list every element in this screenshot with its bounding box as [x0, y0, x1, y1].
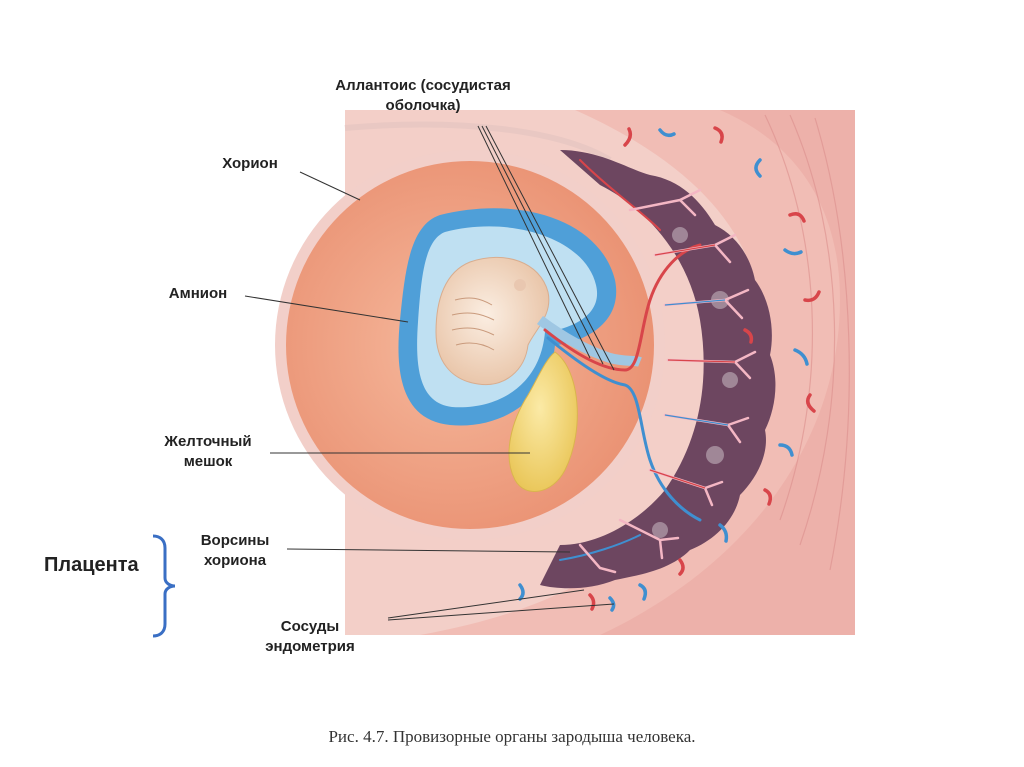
endometrial-artery [713, 126, 724, 144]
leader-allantois [477, 125, 591, 359]
label-allantois: Аллантоис (сосудистая оболочка) [318, 76, 528, 116]
endometrial-artery [678, 558, 685, 576]
embryo-eye [514, 279, 526, 291]
leader-allantois [485, 125, 615, 371]
label-amnion-line: Амнион [168, 285, 228, 302]
somite-line [455, 342, 495, 351]
endometrial-artery [743, 328, 754, 344]
endometrial-artery [763, 488, 773, 506]
muscle-fiber [814, 117, 850, 571]
muscle-fiber [764, 114, 814, 521]
chorionic-villus [578, 543, 617, 574]
figure-caption: Рис. 4.7. Провизорные органы зародыша че… [328, 727, 696, 746]
leader-allantois [481, 125, 604, 365]
endometrial-artery [623, 127, 633, 147]
endometrial-artery [803, 290, 821, 303]
placenta-bracket [152, 534, 176, 638]
endometrial-vein [718, 523, 729, 543]
placenta-lacuna [706, 446, 724, 464]
label-allantois-line: Аллантоис (сосудистая [335, 77, 511, 94]
muscle-fiber [789, 114, 836, 546]
label-endometrial-vessels: Сосуды эндометрия [245, 617, 375, 657]
placenta-lacuna [652, 522, 668, 538]
villus-capillary [664, 414, 729, 426]
endometrial-artery [588, 593, 596, 611]
leader-chorion [299, 171, 361, 201]
chorionic-vessel [579, 159, 661, 231]
label-amnion: Амнион [158, 284, 238, 304]
umbilical-vein [546, 336, 702, 522]
leader-chorionic-villi [286, 548, 571, 553]
villus-capillary [654, 244, 716, 256]
endometrial-vein [778, 443, 794, 457]
endometrial-vein [518, 583, 525, 601]
villus-capillary [664, 299, 726, 306]
placenta-lacuna [722, 372, 738, 388]
label-chorionic-villi-line: хориона [203, 552, 267, 569]
umbilical-artery [543, 243, 702, 372]
uterine-wall-muscle [600, 110, 855, 635]
label-yolk-sac: Желточный мешок [152, 432, 264, 472]
endometrial-vein [754, 158, 762, 178]
label-allantois-line: оболочка) [385, 97, 461, 114]
label-yolk-sac-line: Желточный [164, 433, 252, 450]
somite-line [451, 327, 495, 336]
leader-endometrial-vessels [387, 603, 615, 621]
somite-line [454, 297, 493, 306]
label-chorion: Хорион [210, 154, 290, 174]
leader-endometrial-vessels [387, 589, 585, 619]
villus-capillary [649, 469, 706, 489]
chorionic-vessel [559, 534, 641, 561]
endometrial-vein [783, 248, 803, 256]
chorionic-villus [618, 518, 680, 560]
embryo [435, 256, 550, 386]
endometrial-vein [793, 348, 809, 366]
label-chorionic-villi-line: Ворсины [200, 532, 270, 549]
endometrial-vein [638, 583, 648, 601]
label-placenta: Плацента [44, 554, 139, 576]
label-yolk-sac-line: мешок [183, 453, 233, 470]
decidua-edge [344, 121, 612, 163]
chorionic-villus [628, 188, 702, 217]
label-endometrial-vessels-line: эндометрия [265, 638, 355, 655]
label-endometrial-vessels-line: Сосуды [280, 618, 340, 635]
label-chorionic-villi: Ворсины хориона [188, 531, 282, 571]
label-chorion-line: Хорион [222, 155, 278, 172]
endometrial-artery [788, 212, 806, 223]
placenta-tissue [540, 150, 776, 589]
endometrial-artery [806, 393, 816, 413]
placenta-lacuna [672, 227, 688, 243]
endometrial-vein [658, 128, 676, 138]
leader-amnion [244, 295, 409, 323]
yolk-sac [508, 351, 578, 492]
uterine-wall-outer [420, 110, 855, 635]
somite-line [451, 312, 495, 321]
villus-capillary [667, 359, 736, 363]
